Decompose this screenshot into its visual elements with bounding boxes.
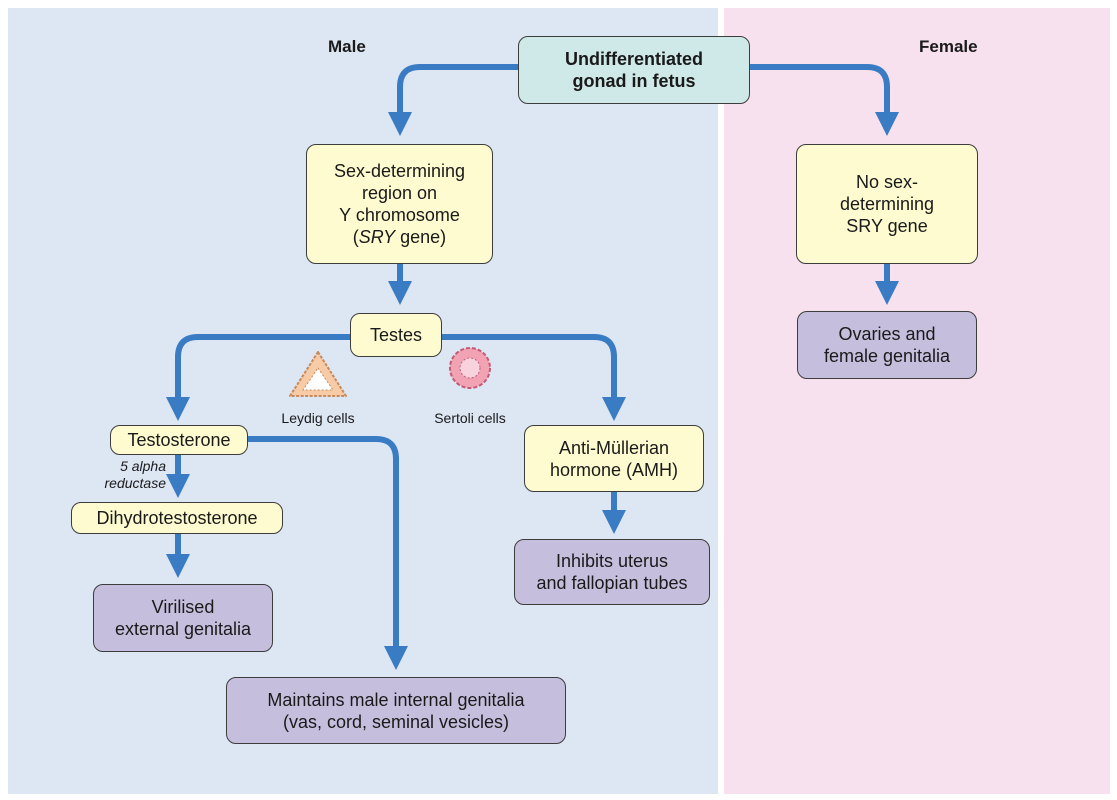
testes-node: Testes — [350, 313, 442, 357]
testosterone-label: Testosterone — [127, 430, 231, 450]
arrow-gonad-to-sry — [388, 64, 520, 136]
leydig-cell-icon — [289, 351, 347, 397]
inhibits-uterus-node: Inhibits uterus and fallopian tubes — [514, 539, 710, 605]
node-line: gonad in fetus — [572, 71, 696, 91]
node-line: Ovaries and — [838, 324, 936, 344]
node-line: Undifferentiated — [564, 49, 703, 69]
arrow-testes-to-testosterone — [166, 334, 352, 421]
sry-italic: SRY — [358, 227, 396, 247]
arrow-testosterone-to-maintains — [246, 436, 408, 670]
maintains-internal-genitalia-node: Maintains male internal genitalia (vas, … — [226, 677, 566, 744]
node-line: (SRY gene) — [334, 226, 465, 248]
sertoli-cells-label: Sertoli cells — [434, 410, 506, 426]
gene-text: gene) — [395, 227, 447, 247]
node-line: region on — [361, 183, 438, 203]
node-line: Maintains male internal genitalia — [267, 689, 525, 710]
undifferentiated-gonad-node: Undifferentiated gonad in fetus — [518, 36, 750, 104]
amh-node: Anti-Müllerian hormone (AMH) — [524, 425, 704, 492]
sry-region-node: Sex-determining region on Y chromosome (… — [306, 144, 493, 264]
node-line: Y chromosome — [339, 205, 460, 225]
enzyme-label: 5 alpha reductase — [60, 458, 166, 492]
enzyme-line: 5 alpha — [120, 458, 166, 474]
arrow-testes-to-amh — [440, 334, 626, 421]
leydig-cells-label: Leydig cells — [281, 410, 355, 426]
male-heading: Male — [328, 37, 366, 56]
open-paren: ( — [352, 227, 359, 247]
female-panel — [724, 8, 1110, 794]
no-sry-node: No sex- determining SRY gene — [796, 144, 978, 264]
node-line: female genitalia — [823, 346, 951, 366]
node-line: Anti-Müllerian — [558, 437, 670, 458]
node-line: and fallopian tubes — [536, 573, 688, 593]
node-line: hormone (AMH) — [549, 459, 679, 480]
node-line: (vas, cord, seminal vesicles) — [282, 711, 510, 732]
node-line: Virilised — [151, 597, 215, 617]
dht-label: Dihydrotestosterone — [96, 508, 258, 528]
node-line: No sex- — [855, 172, 918, 192]
dihydrotestosterone-node: Dihydrotestosterone — [71, 502, 283, 534]
node-line: SRY gene — [846, 216, 928, 236]
node-line: Inhibits uterus — [555, 551, 669, 571]
male-panel — [8, 8, 718, 794]
arrow-gonad-to-no-sry — [748, 64, 899, 136]
testes-label: Testes — [369, 325, 423, 345]
sertoli-cell-icon — [449, 347, 491, 389]
node-line: Sex-determining — [333, 161, 466, 181]
female-heading: Female — [919, 37, 978, 56]
ovaries-node: Ovaries and female genitalia — [797, 311, 977, 379]
node-line: external genitalia — [114, 619, 252, 639]
testosterone-node: Testosterone — [110, 425, 248, 455]
enzyme-line: reductase — [104, 475, 166, 491]
virilised-genitalia-node: Virilised external genitalia — [93, 584, 273, 652]
node-line: determining — [839, 194, 935, 214]
